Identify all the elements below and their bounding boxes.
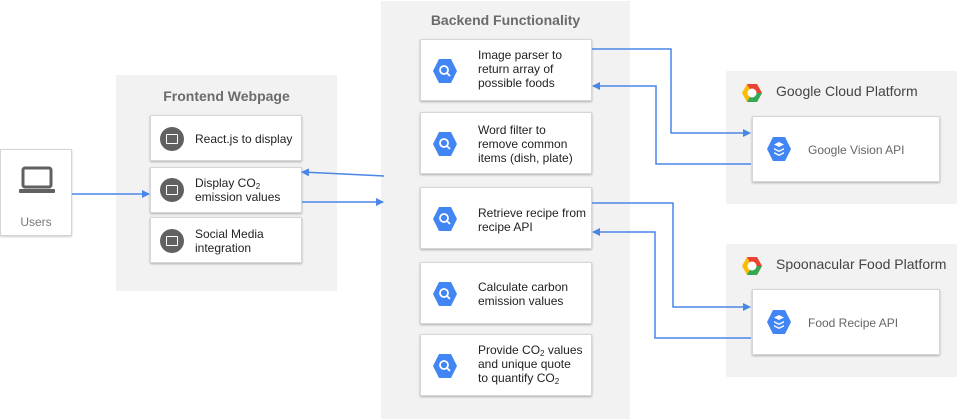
backend-card-line: and unique quote: [478, 357, 571, 371]
spoonacular-platform-title: Spoonacular Food Platform: [776, 256, 947, 272]
backend-card-line: possible foods: [478, 76, 555, 90]
google-platform-zone: Google Cloud Platform Google Vision API: [726, 71, 957, 204]
frontend-card-react: React.js to display: [150, 115, 302, 161]
backend-card-line: Provide CO2 values: [478, 343, 583, 358]
users-node: Users: [0, 149, 72, 236]
gcp-logo-icon: [742, 84, 762, 102]
datastore-icon: [767, 137, 791, 161]
laptop-icon: [19, 166, 55, 193]
backend-zone: Backend Functionality Image parser to re…: [381, 1, 630, 419]
google-vision-api-label: Google Vision API: [808, 143, 905, 157]
spoonacular-platform-zone: Spoonacular Food Platform Food Recipe AP…: [726, 244, 957, 377]
arrow-recipe-api-to-retrieve: [592, 228, 751, 339]
backend-card-retrieve-recipe: Retrieve recipe from recipe API: [420, 187, 592, 249]
backend-card-provide-co2: Provide CO2 values and unique quote to q…: [420, 334, 592, 396]
frontend-zone: Frontend Webpage React.js to display Dis…: [116, 75, 337, 291]
users-label: Users: [20, 215, 52, 229]
arrow-parser-to-vision: [592, 48, 751, 137]
backend-card-line: Word filter to: [478, 123, 546, 137]
arrow-vision-to-parser: [592, 82, 751, 165]
backend-card-line: Retrieve recipe from: [478, 206, 587, 220]
backend-card-line: return array of: [478, 62, 554, 76]
food-recipe-api-card: Food Recipe API: [752, 289, 940, 355]
backend-card-line: Calculate carbon: [478, 280, 569, 294]
backend-card-line: items (dish, plate): [478, 151, 573, 165]
backend-card-word-filter: Word filter to remove common items (dish…: [420, 112, 592, 174]
display-icon: [160, 127, 184, 151]
frontend-card-line: emission values: [195, 190, 281, 204]
backend-card-calc-carbon: Calculate carbon emission values: [420, 262, 592, 324]
display-icon: [160, 178, 184, 202]
google-vision-api-card: Google Vision API: [752, 116, 940, 182]
bigquery-icon: [433, 59, 457, 83]
backend-card-line: Image parser to: [478, 48, 563, 62]
datastore-icon: [767, 310, 791, 334]
frontend-card-line: Social Media: [195, 227, 264, 241]
backend-card-image-parser: Image parser to return array of possible…: [420, 39, 592, 101]
arrow-backend-to-frontend: [301, 168, 385, 177]
frontend-card-co2: Display CO2 emission values: [150, 167, 302, 213]
backend-card-line: emission values: [478, 294, 564, 308]
gcp-logo-icon: [742, 257, 762, 275]
bigquery-icon: [433, 132, 457, 156]
backend-card-line: to quantify CO2: [478, 371, 560, 386]
backend-card-line: remove common: [478, 137, 568, 151]
backend-card-line: recipe API: [478, 220, 533, 234]
google-platform-title: Google Cloud Platform: [776, 83, 918, 99]
frontend-card-line: Display CO2: [195, 176, 261, 191]
food-recipe-api-label: Food Recipe API: [808, 316, 899, 330]
frontend-card-line: integration: [195, 241, 252, 255]
frontend-card-text: React.js to display: [195, 132, 293, 146]
bigquery-icon: [433, 207, 457, 231]
bigquery-icon: [433, 282, 457, 306]
frontend-card-social: Social Media integration: [150, 217, 302, 263]
bigquery-icon: [433, 354, 457, 378]
arrow-retrieve-to-recipe-api: [592, 202, 751, 311]
backend-title: Backend Functionality: [430, 12, 581, 28]
frontend-title: Frontend Webpage: [163, 88, 290, 104]
display-icon: [160, 229, 184, 253]
